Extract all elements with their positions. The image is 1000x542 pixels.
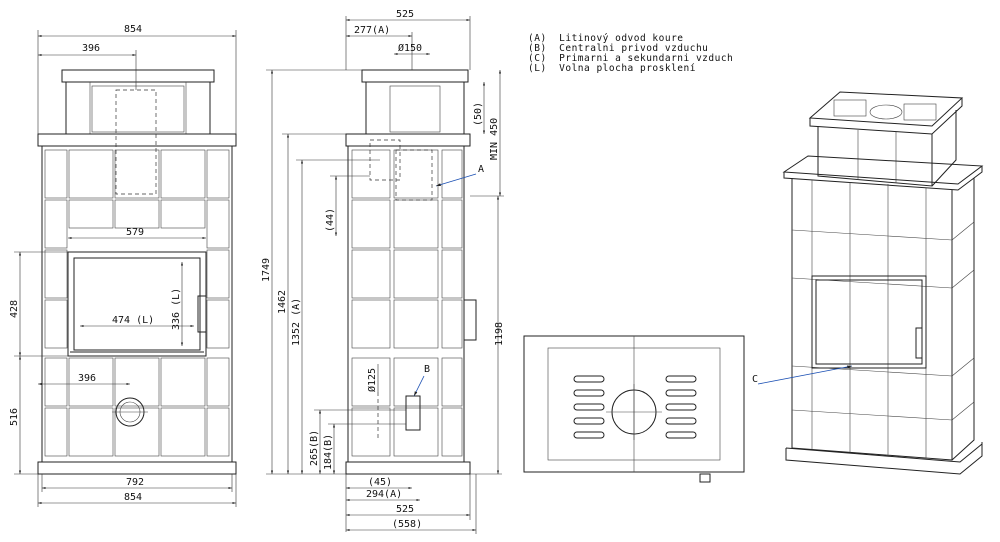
callout-c: C <box>752 374 758 385</box>
dim-side-height: 1198 <box>494 322 505 346</box>
dim-air-center: 184(B) <box>323 434 334 470</box>
dim-flue-diameter: Ø150 <box>398 42 422 54</box>
dim-air-offset: 294(A) <box>366 489 402 500</box>
dim-handle-offset: 396 <box>78 373 96 384</box>
legend-item-a: (A) Litinový odvod koure <box>528 33 684 44</box>
dim-width-base: 792 <box>126 477 144 488</box>
dim-door-width: 579 <box>126 227 144 238</box>
dim-min-height: MIN 450 <box>489 118 500 160</box>
dim-depth-total: (558) <box>392 519 422 530</box>
dim-door-height: 428 <box>9 300 20 318</box>
dim-base-height: 516 <box>9 408 20 426</box>
dim-flue-height: 1462 <box>277 290 288 314</box>
dim-chimney-offset: 396 <box>82 43 100 54</box>
dim-total-height: 1749 <box>261 258 272 282</box>
dim-width-bottom: 854 <box>124 492 142 503</box>
dim-gap-44: (44) <box>325 208 336 232</box>
dim-air-top: 265(B) <box>309 430 320 466</box>
legend-item-c: (C) Primarni a sekundarni vzduch <box>528 53 734 64</box>
dim-depth-top: 525 <box>396 9 414 20</box>
dim-top-gap: (50) <box>473 102 484 126</box>
callout-b: B <box>424 364 430 375</box>
dim-flue-center: 1352 (A) <box>291 298 302 346</box>
top-view <box>523 335 745 483</box>
dim-glass-width: 474 (L) <box>112 315 154 326</box>
dim-width-top: 854 <box>124 24 142 35</box>
dim-offset-45: (45) <box>368 477 392 488</box>
iso-view: C <box>752 91 984 475</box>
side-view: 525 277(A) Ø150 (50) MIN 450 A (44) 1749… <box>261 9 505 534</box>
legend-item-l: (L) Volna plocha prosklení <box>528 63 696 74</box>
front-view: 854 396 579 474 (L) 336 (L) 428 396 516 … <box>9 24 237 507</box>
dim-flue-offset: 277(A) <box>354 25 390 36</box>
dim-air-diameter: Ø125 <box>366 368 378 392</box>
legend-item-b: (B) Centralni privod vzduchu <box>528 43 709 54</box>
callout-a: A <box>478 164 484 175</box>
dim-glass-height: 336 (L) <box>171 288 182 330</box>
dim-depth-bottom: 525 <box>396 504 414 515</box>
legend: (A) Litinový odvod koure (B) Centralni p… <box>528 34 733 74</box>
